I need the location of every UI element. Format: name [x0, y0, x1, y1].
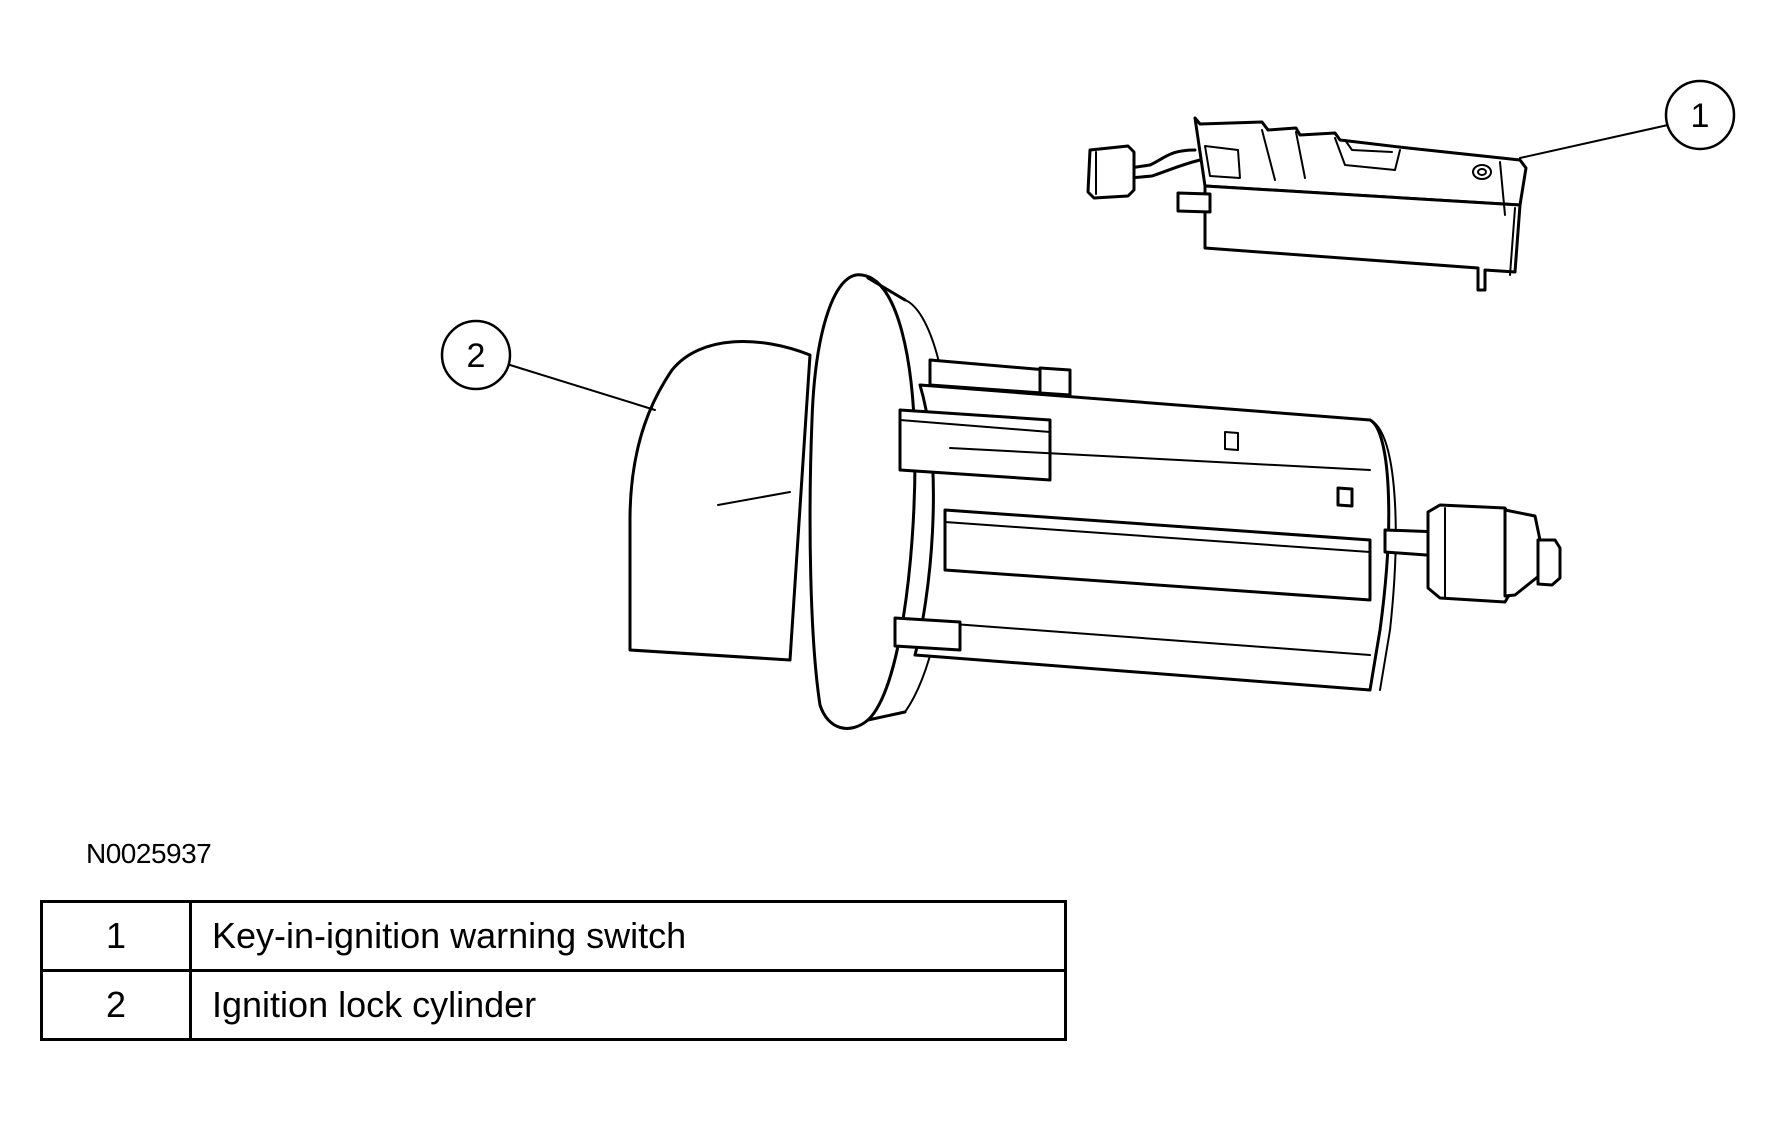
lock-cylinder-drawing	[628, 273, 1562, 730]
parts-illustration: 1 2	[440, 79, 1736, 730]
warning-switch-drawing	[1086, 116, 1528, 292]
legend-number: 2	[40, 969, 192, 1041]
callout-2-number: 2	[467, 337, 486, 375]
legend-row: 1 Key-in-ignition warning switch	[40, 900, 1067, 972]
callout-2-circle	[440, 319, 512, 391]
callout-1-number: 1	[1691, 97, 1710, 135]
legend-description: Ignition lock cylinder	[189, 969, 1067, 1041]
callout-1: 1	[1519, 79, 1736, 159]
callout-1-circle	[1664, 79, 1736, 151]
legend-table: 1 Key-in-ignition warning switch 2 Ignit…	[40, 900, 1067, 1041]
callout-2: 2	[440, 319, 656, 411]
legend-description: Key-in-ignition warning switch	[189, 900, 1067, 972]
legend-number: 1	[40, 900, 192, 972]
figure-id: N0025937	[86, 838, 212, 869]
legend-row: 2 Ignition lock cylinder	[40, 969, 1067, 1041]
